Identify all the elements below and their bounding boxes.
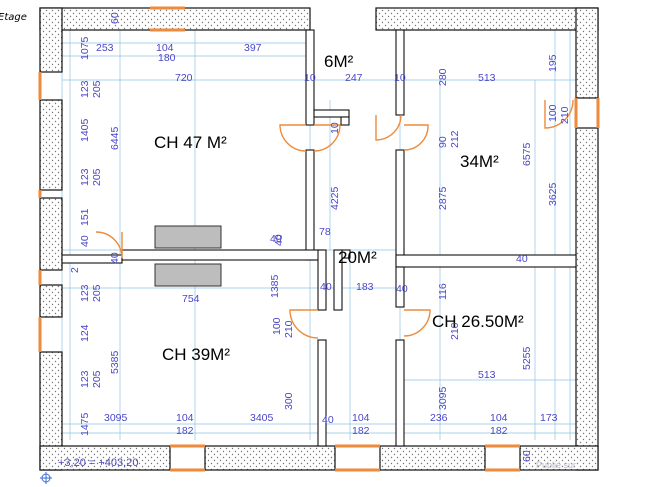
- origin-marker: [40, 472, 52, 484]
- dimension-label: 10: [304, 72, 316, 84]
- dimension-label: 4225: [329, 186, 341, 210]
- dimension-label: 205: [91, 284, 103, 302]
- dimension-label: 210: [283, 320, 295, 338]
- plan-title: Etage: [0, 12, 27, 23]
- dimension-label: 3095: [437, 386, 449, 410]
- dimension-label: 397: [244, 42, 262, 54]
- dimension-label: 6575: [521, 142, 533, 166]
- dimension-label: 100: [547, 104, 559, 122]
- room-label-6m2: 6M²: [324, 52, 354, 71]
- dimension-label: 720: [175, 72, 193, 84]
- dimensions-horizontal: 253 104 180 397 720 10 247 10 513 78 754…: [96, 42, 558, 437]
- dimension-label: 6445: [109, 126, 121, 150]
- dimension-label: 212: [449, 130, 461, 148]
- dimension-label: 247: [345, 72, 363, 84]
- dimension-label: 40: [320, 281, 332, 293]
- dimension-label: 205: [91, 80, 103, 98]
- dimension-label: 195: [547, 54, 559, 72]
- dimension-label: 40: [79, 235, 91, 247]
- dimension-label: 1475: [79, 412, 91, 436]
- dimension-label: 513: [478, 72, 496, 84]
- dimension-label: 180: [158, 52, 176, 64]
- dimension-label: 236: [430, 412, 448, 424]
- dimension-label: 116: [437, 283, 449, 300]
- room-label-ch47: CH 47 M²: [154, 133, 227, 152]
- room-label-20m2: 20M²: [338, 248, 377, 267]
- dimension-label: 60: [109, 12, 121, 24]
- dimension-label: 3625: [547, 182, 559, 206]
- dimension-label: 151: [79, 208, 91, 226]
- dimension-label: 40: [109, 252, 121, 264]
- dimension-label: 1075: [79, 36, 91, 60]
- dimension-label: 2: [69, 267, 81, 273]
- dimension-label: 40: [270, 233, 282, 245]
- windows: [38, 6, 600, 472]
- dimension-label: 300: [283, 392, 295, 410]
- dimensions-vertical: 60 1075 123 205 1405 6445 123 205 151 40…: [69, 12, 571, 462]
- dimension-label: 123: [79, 284, 91, 302]
- footer-note: +3,20 = +403,20: [58, 457, 138, 469]
- dimension-label: 182: [490, 425, 508, 437]
- dimension-label: 173: [540, 412, 558, 424]
- dimension-label: 513: [478, 369, 496, 381]
- dimension-label: 5385: [109, 350, 121, 374]
- dimension-label: 100: [271, 317, 283, 335]
- dimension-label: 205: [91, 168, 103, 186]
- dimension-label: 5255: [521, 346, 533, 370]
- dimension-label: 60: [521, 450, 533, 462]
- dimension-label: 280: [437, 68, 449, 86]
- dimension-label: 90: [437, 136, 449, 148]
- room-label-ch39: CH 39M²: [162, 345, 230, 364]
- dimension-label: 104: [176, 412, 194, 424]
- dimension-label: 210: [449, 322, 461, 340]
- room-labels: CH 47 M² 6M² 34M² 20M² CH 39M² CH 26.50M…: [154, 52, 524, 364]
- dimension-label: 40: [273, 234, 285, 246]
- dimension-label: 182: [352, 425, 370, 437]
- dimension-label: 104: [490, 412, 508, 424]
- dimension-label: 10: [329, 122, 341, 134]
- dimension-label: 1405: [79, 118, 91, 142]
- dimension-label: 124: [79, 324, 91, 342]
- dimension-label: 182: [176, 425, 194, 437]
- dimension-label: 210: [559, 106, 571, 124]
- dimension-label: 3405: [250, 412, 274, 424]
- dimension-label: 253: [96, 42, 114, 54]
- chimney-blocks: [154, 225, 222, 287]
- dimension-label: 123: [79, 168, 91, 186]
- dimension-label: 123: [79, 370, 91, 388]
- dimension-label: 754: [182, 293, 200, 305]
- dimension-label: 104: [156, 42, 174, 54]
- dimension-label: 1385: [269, 274, 281, 298]
- dimension-label: 2875: [437, 186, 449, 210]
- room-label-34m2: 34M²: [460, 152, 499, 171]
- outer-walls: [39, 7, 599, 471]
- dimension-label: 40: [396, 283, 408, 295]
- dimension-label: 123: [79, 80, 91, 98]
- dimension-label: 40: [516, 253, 528, 265]
- dimension-label: 78: [319, 226, 331, 238]
- room-label-ch26: CH 26.50M²: [432, 312, 524, 331]
- dimension-label: 10: [394, 72, 406, 84]
- dimension-label: 3095: [104, 412, 128, 424]
- dimension-label: 183: [356, 281, 374, 293]
- interior-walls: [61, 29, 577, 447]
- dimension-label: 40: [322, 414, 334, 426]
- dimension-label: 205: [91, 370, 103, 388]
- dimension-label: 104: [352, 412, 370, 424]
- doors: [95, 99, 574, 339]
- watermark: Publié sur: [536, 460, 576, 470]
